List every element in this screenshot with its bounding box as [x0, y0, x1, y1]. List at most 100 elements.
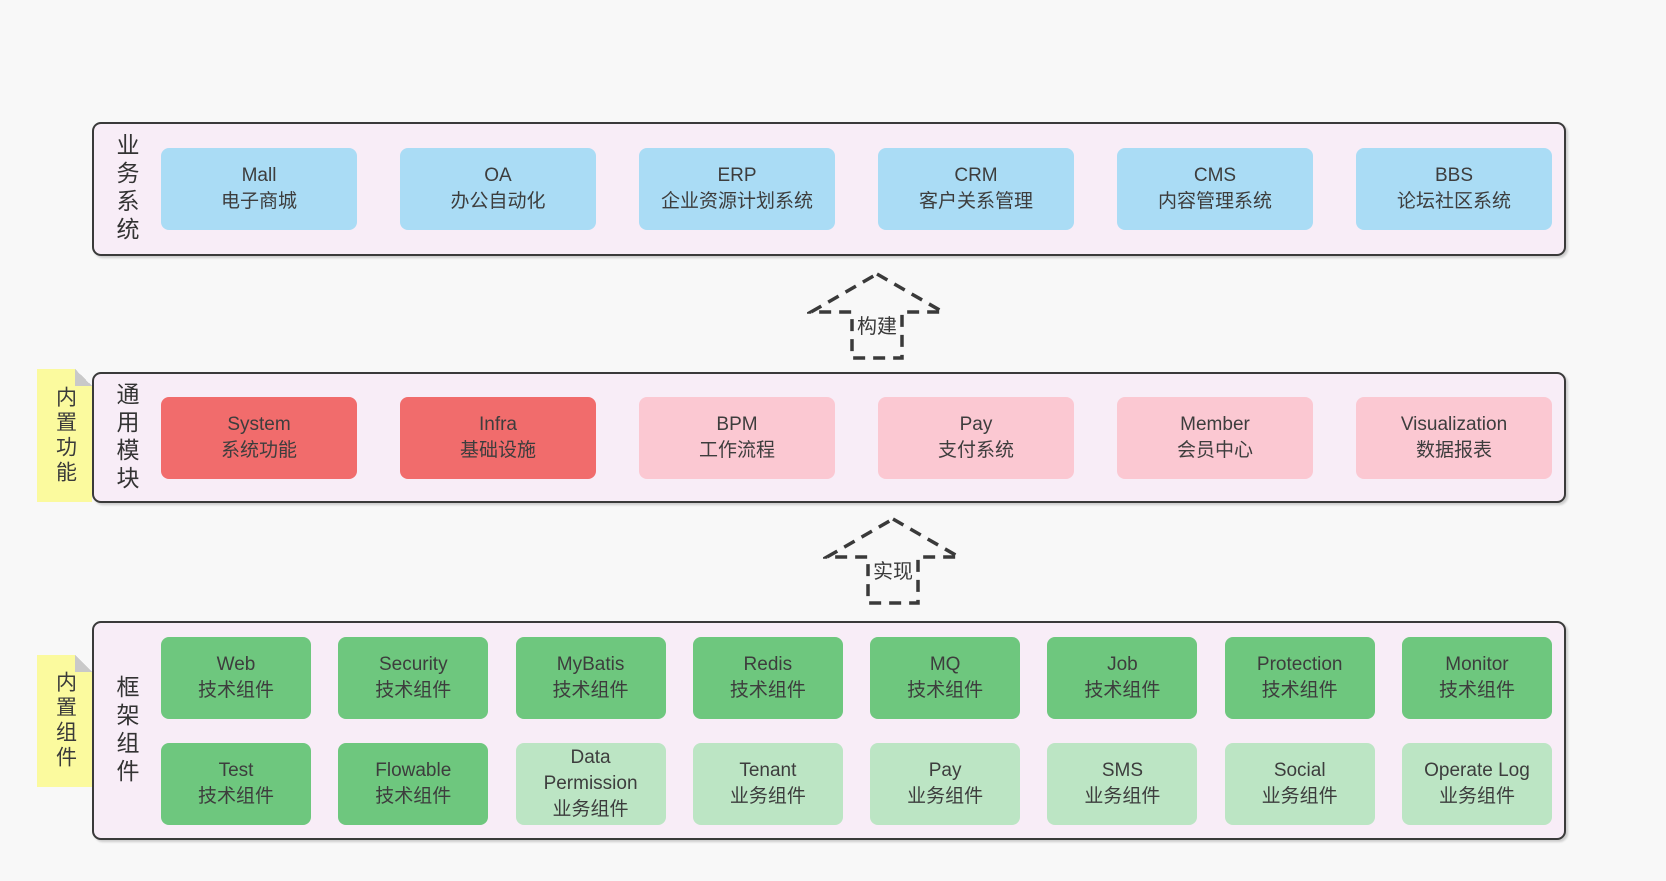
box-name: Protection: [1256, 653, 1343, 675]
box-desc: 业务组件: [1438, 785, 1515, 807]
box-desc: 会员中心: [1176, 439, 1253, 461]
box-name: Job: [1107, 653, 1138, 675]
box-security: Security 技术组件: [338, 636, 489, 719]
box-tenant: Tenant 业务组件: [692, 742, 843, 825]
box-desc: 技术组件: [1084, 679, 1161, 701]
box-desc: 数据报表: [1415, 439, 1492, 461]
box-desc: 工作流程: [698, 439, 775, 461]
box-name: Security: [378, 653, 448, 675]
box-name: Pay: [928, 759, 962, 781]
box-name: Pay: [959, 413, 993, 435]
box-desc: 技术组件: [1438, 679, 1515, 701]
arrow-build: 构建: [807, 271, 947, 360]
box-name: MyBatis: [556, 653, 625, 675]
box-desc: 技术组件: [197, 785, 274, 807]
box-desc: 业务组件: [729, 785, 806, 807]
box-desc: 技术组件: [729, 679, 806, 701]
box-name: Data Permission: [543, 746, 638, 794]
box-erp: ERP 企业资源计划系统: [639, 148, 835, 230]
box-pay: Pay 支付系统: [878, 396, 1074, 479]
box-desc: 业务组件: [552, 798, 629, 820]
note-text: 内置功能: [53, 385, 77, 486]
box-system: System 系统功能: [161, 396, 357, 479]
box-monitor: Monitor 技术组件: [1401, 636, 1552, 719]
box-name: Test: [218, 759, 254, 781]
arrow-label: 构建: [857, 315, 897, 338]
box-desc: 电子商城: [220, 191, 297, 212]
folded-corner-icon: [75, 369, 92, 386]
box-desc: 业务组件: [907, 785, 984, 807]
box-name: Flowable: [375, 759, 452, 781]
arrow-up-icon: [823, 516, 963, 605]
box-desc: 技术组件: [375, 785, 452, 807]
band-label-framework-components: 框架组件: [113, 674, 139, 787]
box-name: Monitor: [1445, 653, 1509, 675]
arrow-label-bg: [870, 556, 916, 586]
box-mybatis: MyBatis 技术组件: [515, 636, 666, 719]
box-name: Web: [216, 653, 256, 675]
box-name: Operate Log: [1424, 759, 1530, 781]
box-name: Tenant: [739, 759, 797, 781]
box-desc: 技术组件: [907, 679, 984, 701]
band-business-systems: 业务系统 Mall 电子商城 OA 办公自动化 ERP 企业资源计划系统 CRM…: [92, 122, 1566, 256]
box-name: Social: [1273, 759, 1326, 781]
box-oa: OA 办公自动化: [400, 148, 596, 230]
band-label-common-modules: 通用模块: [113, 381, 139, 494]
box-bpm: BPM 工作流程: [639, 396, 835, 479]
note-builtin-features: 内置功能: [37, 369, 92, 502]
box-desc: 业务组件: [1261, 785, 1338, 807]
box-name: MQ: [929, 653, 961, 675]
band-framework-components: 框架组件 Web 技术组件 Security 技术组件 MyBatis 技术组件…: [92, 621, 1566, 840]
box-mall: Mall 电子商城: [161, 148, 357, 230]
box-test: Test 技术组件: [161, 742, 311, 825]
band-label-business-systems: 业务系统: [113, 133, 139, 245]
box-sms: SMS 业务组件: [1047, 742, 1198, 825]
box-bbs: BBS 论坛社区系统: [1356, 148, 1552, 230]
box-social: Social 业务组件: [1224, 742, 1375, 825]
box-visualization: Visualization 数据报表: [1356, 396, 1552, 479]
box-name: Member: [1180, 413, 1250, 435]
box-mq: MQ 技术组件: [870, 636, 1021, 719]
box-name: Visualization: [1400, 413, 1508, 435]
box-infra: Infra 基础设施: [400, 396, 596, 479]
box-web: Web 技术组件: [161, 636, 311, 719]
box-name: BPM: [716, 413, 758, 435]
box-name: CMS: [1193, 165, 1237, 186]
box-operate-log: Operate Log 业务组件: [1401, 742, 1552, 825]
box-desc: 基础设施: [459, 439, 536, 461]
note-text: 内置组件: [53, 671, 77, 771]
framework-components-row-2: Test 技术组件 Flowable 技术组件 Data Permission …: [161, 742, 1552, 825]
business-systems-row: Mall 电子商城 OA 办公自动化 ERP 企业资源计划系统 CRM 客户关系…: [161, 148, 1552, 230]
box-name: Mall: [241, 165, 277, 186]
box-desc: 客户关系管理: [918, 191, 1033, 212]
arrow-label-bg: [854, 311, 900, 341]
box-name: CRM: [954, 165, 998, 186]
box-desc: 支付系统: [937, 439, 1014, 461]
box-name: OA: [484, 165, 512, 186]
box-name: System: [227, 413, 291, 435]
box-desc: 办公自动化: [450, 191, 546, 212]
box-desc: 系统功能: [220, 439, 297, 461]
box-desc: 技术组件: [552, 679, 629, 701]
box-name: Redis: [743, 653, 793, 675]
box-flowable: Flowable 技术组件: [338, 742, 489, 825]
box-crm: CRM 客户关系管理: [878, 148, 1074, 230]
box-desc: 技术组件: [375, 679, 452, 701]
box-name: ERP: [717, 165, 757, 186]
box-desc: 业务组件: [1084, 785, 1161, 807]
box-name: BBS: [1434, 165, 1474, 186]
common-modules-row: System 系统功能 Infra 基础设施 BPM 工作流程 Pay 支付系统…: [161, 396, 1552, 479]
box-member: Member 会员中心: [1117, 396, 1313, 479]
box-desc: 企业资源计划系统: [660, 191, 813, 212]
box-desc: 技术组件: [1261, 679, 1338, 701]
box-name: SMS: [1101, 759, 1143, 781]
box-cms: CMS 内容管理系统: [1117, 148, 1313, 230]
box-desc: 技术组件: [197, 679, 274, 701]
arrow-implement: 实现: [823, 516, 963, 605]
box-redis: Redis 技术组件: [692, 636, 843, 719]
framework-components-row-1: Web 技术组件 Security 技术组件 MyBatis 技术组件 Redi…: [161, 636, 1552, 719]
arrow-label: 实现: [873, 560, 913, 583]
box-job: Job 技术组件: [1047, 636, 1198, 719]
folded-corner-icon: [75, 655, 92, 672]
